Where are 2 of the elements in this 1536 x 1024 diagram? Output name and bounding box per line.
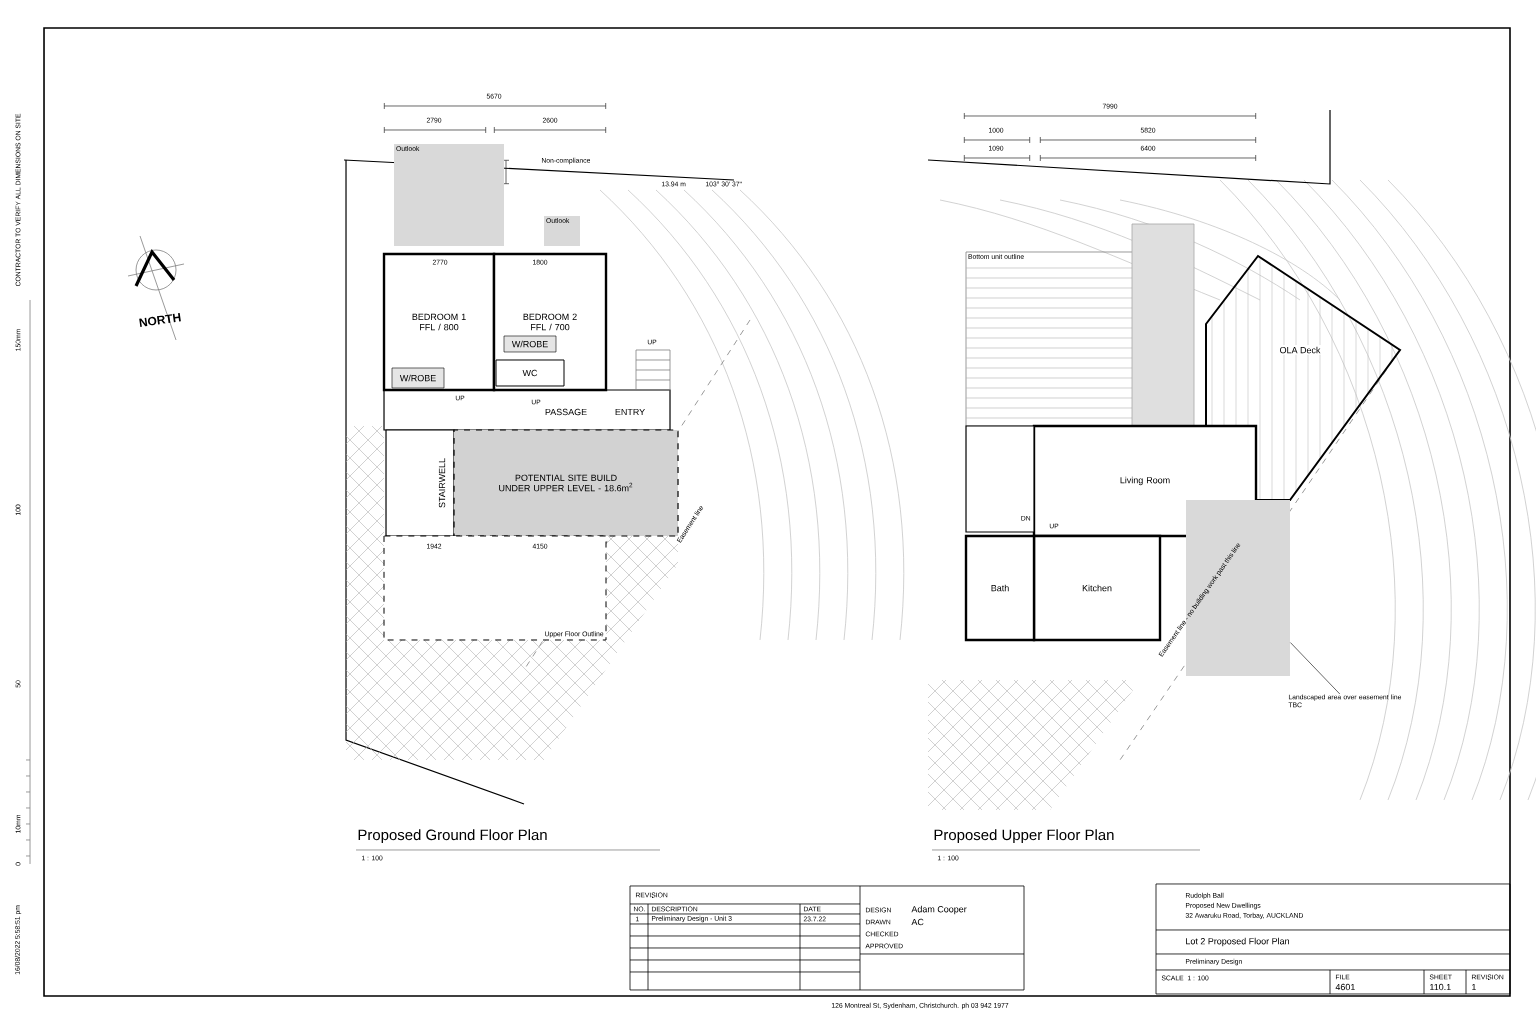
leader-line <box>1290 642 1341 695</box>
landscaped-area <box>1186 500 1290 676</box>
